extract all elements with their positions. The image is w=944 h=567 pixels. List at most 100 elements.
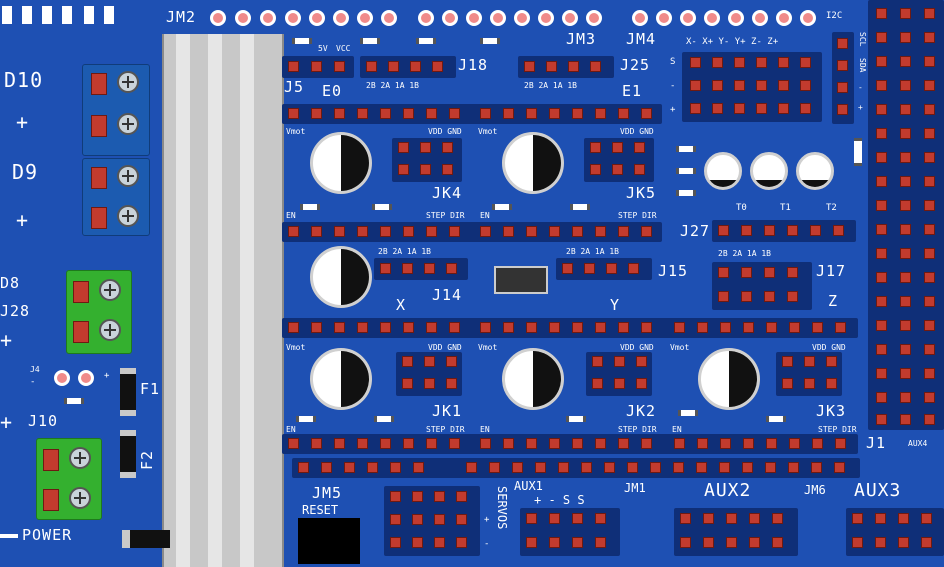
5v-label: 5V — [318, 44, 328, 53]
right-edge-header — [868, 0, 944, 430]
i2c-plus-label: + — [858, 103, 863, 112]
endstop-header — [682, 52, 822, 122]
cap-t2 — [796, 152, 834, 190]
top-vmot-2: Vmot — [478, 127, 498, 136]
j4-smd — [64, 398, 84, 404]
smd-therm-3 — [676, 190, 696, 196]
cap-x — [310, 246, 372, 308]
y-row-labels: 2B 2A 1A 1B — [566, 247, 619, 256]
cap-e1 — [502, 132, 564, 194]
bottom-vmot-2: Vmot — [478, 343, 498, 352]
t0-label: T0 — [736, 203, 747, 213]
endstop-s-label: S — [670, 57, 676, 67]
smd-top-2 — [372, 204, 392, 210]
smd-top-3 — [492, 204, 512, 210]
j28-label: J28 — [0, 302, 31, 320]
j27-label: J27 — [680, 222, 711, 240]
j10-plus-label: + — [0, 410, 14, 434]
bottom-vmot-1: Vmot — [286, 343, 306, 352]
smd-bot-1 — [296, 416, 316, 422]
smd-therm-side — [854, 138, 862, 166]
smd-e0b — [480, 38, 500, 44]
servos-minus: - — [484, 539, 490, 549]
d8-plus-label: + — [0, 328, 14, 352]
jm3-label: JM3 — [566, 30, 597, 48]
smd-vcc — [360, 38, 380, 44]
j4-pad-1 — [54, 370, 70, 386]
bottom-stepdir-3: STEP DIR — [818, 425, 857, 434]
bottom-vddgnd-1: VDD GND — [428, 343, 462, 352]
jm2-label: JM2 — [166, 8, 197, 26]
j5-label: J5 — [284, 78, 305, 96]
j17-label: J17 — [816, 262, 847, 280]
power-label: POWER — [22, 526, 73, 544]
cap-jk3 — [698, 348, 760, 410]
e0-label: E0 — [322, 82, 343, 100]
servos-label: SERVOS — [495, 486, 509, 530]
heatsink — [162, 34, 284, 567]
j14-header — [374, 258, 468, 280]
smd-top-4 — [570, 204, 590, 210]
j14-label: J14 — [432, 286, 463, 304]
driver-top-row-b — [282, 222, 662, 242]
sda-label: SDA — [858, 58, 867, 73]
j25-label: J25 — [620, 56, 651, 74]
aux1-label: AUX1 — [514, 479, 543, 493]
cap-e0 — [310, 132, 372, 194]
j10-label: J10 — [28, 412, 59, 430]
t1-label: T1 — [780, 203, 791, 213]
endstop-minus-label: - — [670, 81, 676, 91]
smd-bot-2 — [374, 416, 394, 422]
smd-bot-3 — [566, 416, 586, 422]
scl-label: SCL — [858, 32, 867, 47]
j1-label: J1 — [866, 434, 887, 452]
y-label: Y — [610, 296, 621, 314]
smd-therm-2 — [676, 168, 696, 174]
jk1-label: JK1 — [432, 402, 463, 420]
bottom-stepdir-1: STEP DIR — [426, 425, 465, 434]
f2-fuse — [120, 430, 136, 478]
jk5-label: JK5 — [626, 184, 657, 202]
bottom-en-3: EN — [672, 425, 682, 434]
cap-t0 — [704, 152, 742, 190]
smd-5v — [292, 38, 312, 44]
driver-top-row-a — [282, 104, 662, 124]
i2c-header — [832, 32, 854, 124]
jk3-label: JK3 — [816, 402, 847, 420]
d10-terminal — [82, 64, 150, 156]
aux3-label: AUX3 — [854, 480, 902, 501]
bottom-stepdir-2: STEP DIR — [618, 425, 657, 434]
f1-label: F1 — [140, 380, 161, 398]
d8-label: D8 — [0, 274, 21, 292]
j4-plus-label: + — [104, 371, 110, 381]
reset-button[interactable] — [298, 518, 360, 564]
jm6-label: JM6 — [804, 483, 826, 497]
i2c-label: I2C — [826, 11, 843, 21]
smd-bot-5 — [766, 416, 786, 422]
i2c-minus-label: - — [858, 83, 863, 92]
d8-terminal — [66, 270, 132, 354]
jk2-label: JK2 — [626, 402, 657, 420]
t2-label: T2 — [826, 203, 837, 213]
bottom-vddgnd-2: VDD GND — [620, 343, 654, 352]
top-stepdir-1: STEP DIR — [426, 211, 465, 220]
d9-plus-label: + — [16, 208, 30, 232]
j4-label: J4 — [30, 365, 40, 374]
smd-bot-4 — [678, 410, 698, 416]
aux1-pin-labels: + - S S — [534, 493, 585, 507]
aux4-label: AUX4 — [908, 439, 928, 448]
top-en-1: EN — [286, 211, 296, 220]
endstop-plus-label: + — [670, 105, 676, 115]
j4-minus-label: - — [30, 377, 36, 387]
aux-row-lower — [292, 458, 860, 478]
reset-label: RESET — [302, 503, 339, 517]
jm1-label: JM1 — [624, 481, 646, 495]
top-vmot-1: Vmot — [286, 127, 306, 136]
smd-top-1 — [300, 204, 320, 210]
f1-fuse — [120, 368, 136, 416]
x-row-labels: 2B 2A 1A 1B — [378, 247, 431, 256]
jm4-label: JM4 — [626, 30, 657, 48]
cap-jk1 — [310, 348, 372, 410]
bottom-en-1: EN — [286, 425, 296, 434]
